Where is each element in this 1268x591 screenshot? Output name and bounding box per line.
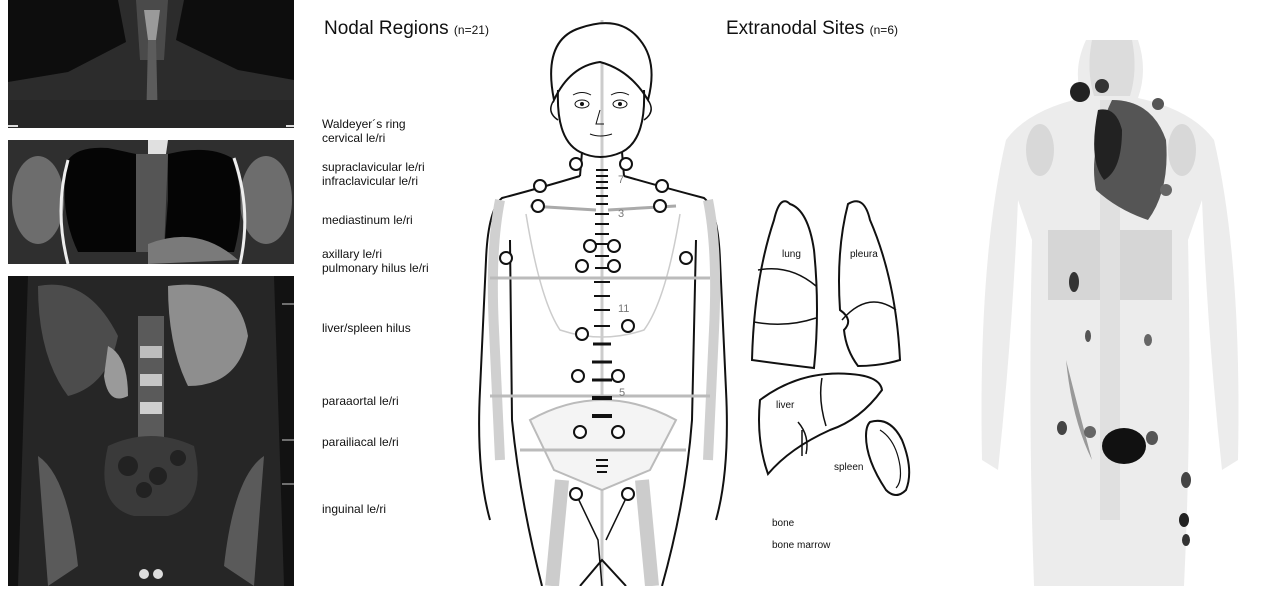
- region-label-mediastinum: mediastinum le/ri: [322, 214, 413, 227]
- region-label-parailiacal: parailiacal le/ri: [322, 436, 399, 449]
- vertebra-label-th11: 11: [618, 303, 629, 315]
- mri-neck-image: [8, 0, 294, 128]
- region-label-axillary: axillary le/ri: [322, 248, 382, 261]
- body-diagram-svg: [430, 0, 770, 586]
- region-label-waldeyer: Waldeyer´s ring: [322, 118, 406, 131]
- region-label-infraclavicular: infraclavicular le/ri: [322, 175, 418, 188]
- region-label-paraaortal: paraaortal le/ri: [322, 395, 399, 408]
- organ-label-bone-marrow: bone marrow: [772, 540, 830, 551]
- pet-mip-image: [952, 40, 1268, 586]
- spleen-outline: [866, 421, 909, 495]
- vertebra-label-c7: 7: [618, 174, 624, 186]
- organ-label-bone: bone: [772, 518, 794, 529]
- vertebra-label-th3: 3: [618, 208, 624, 220]
- region-label-pulmonary-hilus: pulmonary hilus le/ri: [322, 262, 429, 275]
- lung-left-outline: [839, 201, 900, 366]
- lung-right-outline: [752, 201, 817, 368]
- ct-chest-image: [8, 140, 294, 264]
- region-label-inguinal: inguinal le/ri: [322, 503, 386, 516]
- region-label-liver-spleen-hilus: liver/spleen hilus: [322, 322, 411, 335]
- region-label-supraclavicular: supraclavicular le/ri: [322, 161, 425, 174]
- extranodal-sites-count: (n=6): [870, 23, 898, 37]
- vertebra-label-l5: 5: [619, 387, 625, 399]
- mri-abdomen-image: [8, 276, 294, 586]
- body-diagram: [430, 0, 770, 586]
- organ-label-liver: liver: [776, 400, 794, 411]
- organ-label-spleen: spleen: [834, 462, 863, 473]
- region-label-cervical: cervical le/ri: [322, 132, 385, 145]
- organ-label-lung: lung: [782, 249, 801, 260]
- organ-label-pleura: pleura: [850, 249, 878, 260]
